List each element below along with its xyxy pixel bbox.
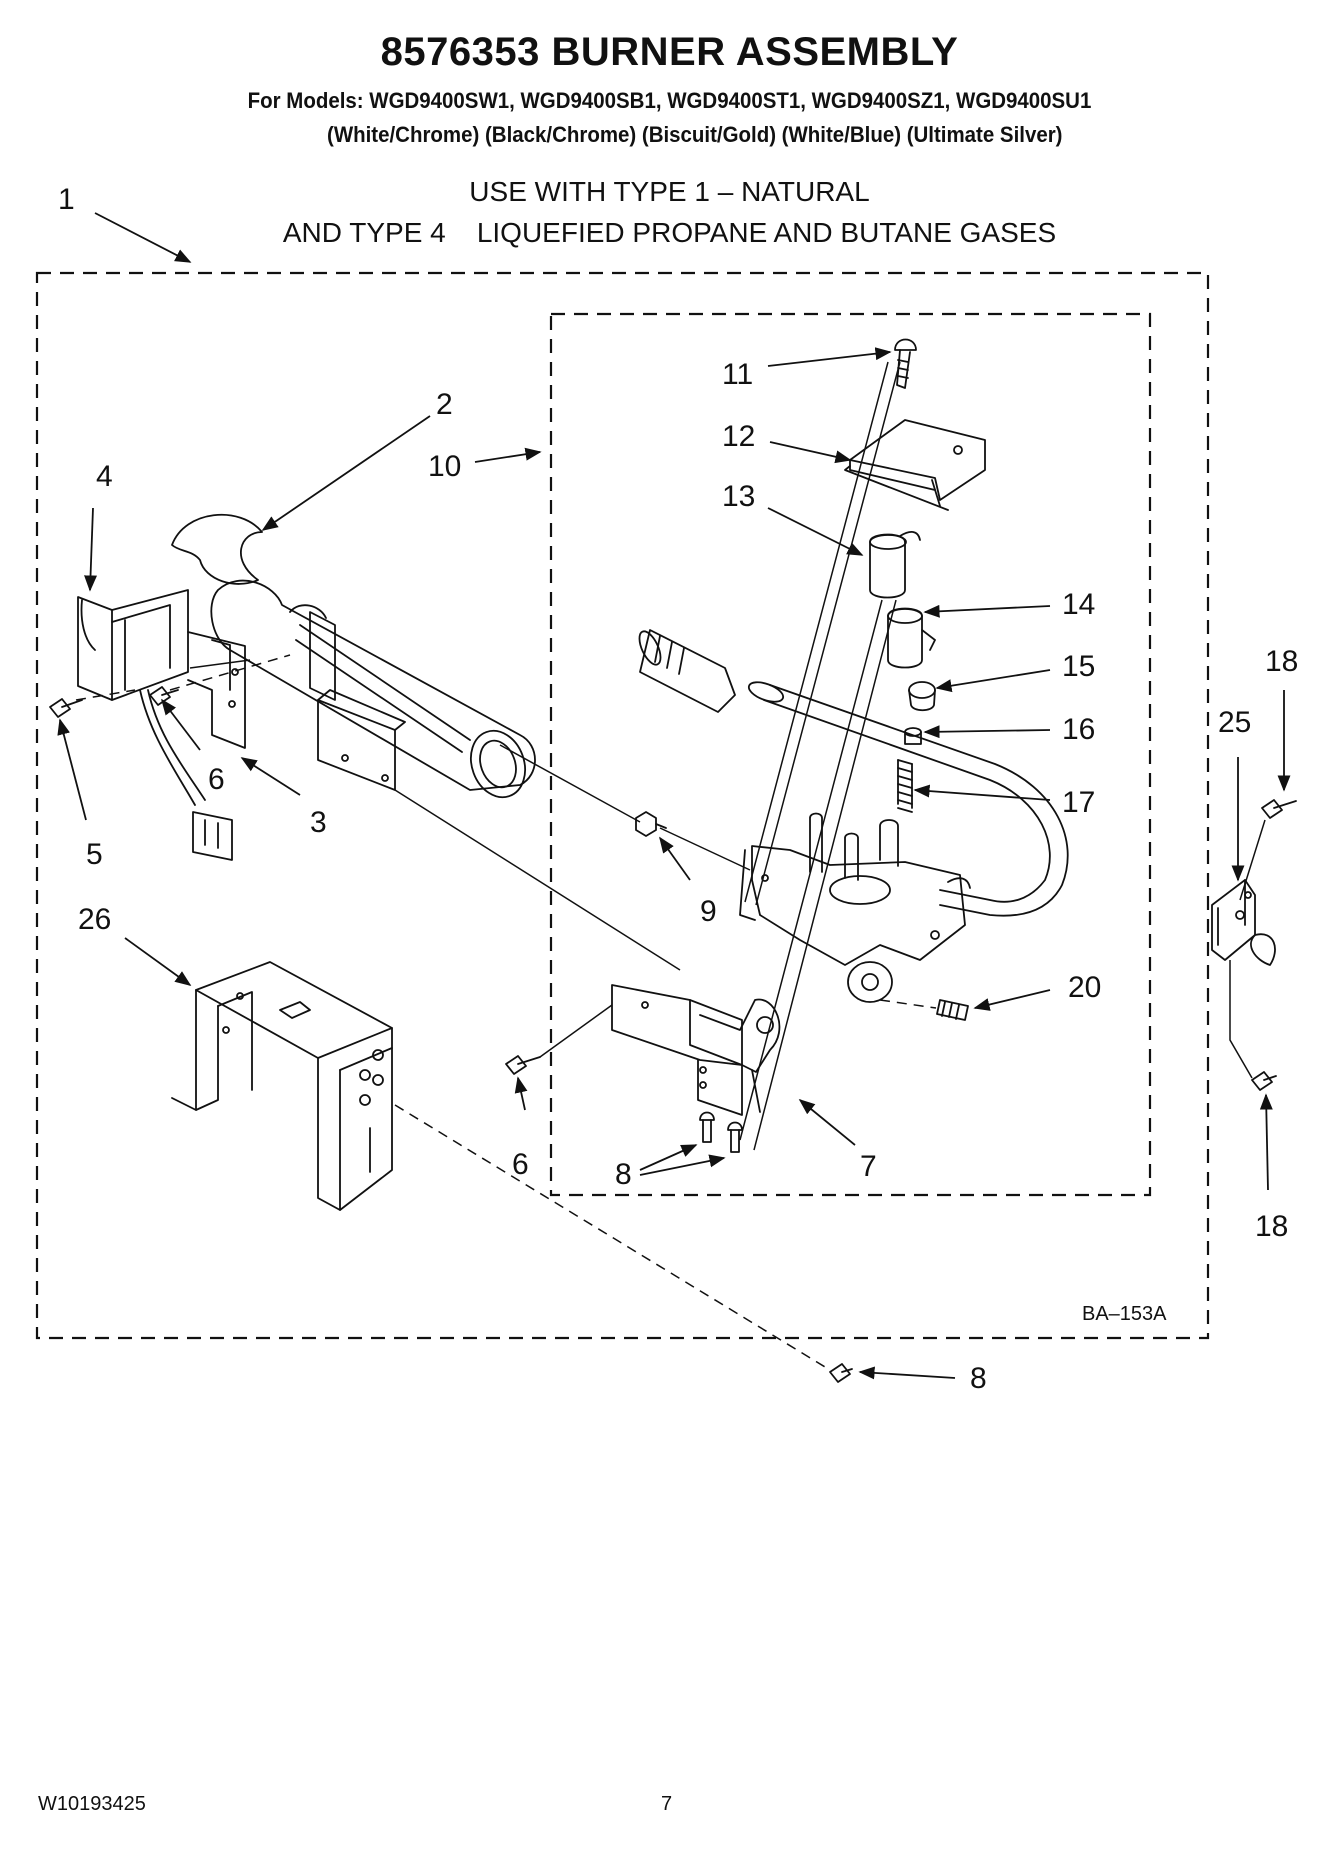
callout-1: 1 bbox=[58, 183, 75, 216]
leader-arrow-8a-upper bbox=[639, 1144, 698, 1171]
igniter-bracket-part bbox=[77, 589, 246, 749]
mounting-bracket-part-7 bbox=[611, 984, 781, 1116]
usage-note-line2: AND TYPE 4 LIQUEFIED PROPANE AND BUTANE … bbox=[282, 217, 1057, 248]
sleeve-part bbox=[638, 629, 736, 713]
diagram-code: BA–153A bbox=[1082, 1303, 1167, 1325]
callout-25: 25 bbox=[1218, 706, 1252, 739]
plug-part-20 bbox=[936, 999, 969, 1021]
leader-arrow-11 bbox=[767, 347, 892, 367]
igniter-wire-part bbox=[139, 689, 233, 861]
coil-part-13 bbox=[869, 531, 921, 599]
callout-18b: 18 bbox=[1255, 1210, 1289, 1243]
leader-arrow-1 bbox=[94, 212, 192, 263]
callout-18a: 18 bbox=[1265, 645, 1299, 678]
leader-arrow-14 bbox=[923, 604, 1051, 618]
leader-arrow-5 bbox=[57, 718, 87, 821]
screw-part-8a bbox=[699, 1111, 715, 1143]
leader-arrow-7 bbox=[798, 1098, 856, 1146]
callout-2: 2 bbox=[436, 388, 453, 421]
spring-part-17 bbox=[897, 759, 913, 813]
callout-7: 7 bbox=[860, 1150, 877, 1183]
gas-pipe-part bbox=[747, 681, 1069, 917]
leader-arrow-20 bbox=[973, 989, 1051, 1011]
callout-15: 15 bbox=[1062, 650, 1096, 683]
callout-9: 9 bbox=[700, 895, 717, 928]
document-number: W10193425 bbox=[38, 1793, 146, 1815]
callout-20: 20 bbox=[1068, 971, 1102, 1004]
callout-10: 10 bbox=[428, 450, 462, 483]
bracket-part-12 bbox=[844, 419, 986, 511]
screw-part-6b bbox=[505, 1055, 541, 1075]
screw-part-8c bbox=[829, 1363, 853, 1383]
cap-part-15 bbox=[908, 681, 936, 712]
leader-arrow-12 bbox=[769, 441, 852, 464]
finish-list: (White/Chrome) (Black/Chrome) (Biscuit/G… bbox=[327, 122, 1063, 147]
inner-assembly-boundary bbox=[549, 312, 1152, 1197]
callout-12: 12 bbox=[722, 420, 756, 453]
leader-arrow-6b bbox=[514, 1076, 528, 1111]
coil-part-14 bbox=[887, 607, 936, 669]
gas-valve-part bbox=[739, 812, 971, 1003]
burner-tube-part bbox=[171, 513, 536, 799]
callout-3: 3 bbox=[310, 806, 327, 839]
callout-17: 17 bbox=[1062, 786, 1096, 819]
usage-note-line1: USE WITH TYPE 1 – NATURAL bbox=[469, 176, 870, 207]
sensor-bracket-part-25 bbox=[1211, 879, 1276, 966]
screw-part-11 bbox=[894, 338, 917, 389]
leader-arrow-3 bbox=[240, 757, 301, 796]
leader-arrow-26 bbox=[124, 937, 192, 986]
screw-part-18a bbox=[1261, 799, 1297, 819]
leader-arrow-9 bbox=[659, 836, 691, 881]
screw-part-5 bbox=[49, 698, 83, 718]
callout-8a: 8 bbox=[615, 1158, 632, 1191]
callout-26: 26 bbox=[78, 903, 112, 936]
leader-arrow-2 bbox=[261, 415, 431, 531]
screw-part-18b bbox=[1251, 1071, 1277, 1091]
callout-8b: 8 bbox=[970, 1362, 987, 1395]
callout-11: 11 bbox=[722, 358, 754, 391]
leader-arrow-16 bbox=[923, 725, 1051, 739]
page-title: 8576353 BURNER ASSEMBLY bbox=[380, 30, 959, 74]
leader-arrow-4 bbox=[84, 507, 98, 592]
screw-part-8b bbox=[727, 1121, 743, 1153]
callout-6b: 6 bbox=[512, 1148, 529, 1181]
nut-part-9 bbox=[635, 811, 667, 837]
outer-assembly-boundary bbox=[35, 271, 1210, 1340]
leader-arrow-6a bbox=[161, 698, 201, 751]
leader-arrow-8a-lower bbox=[639, 1154, 726, 1176]
cap-part-16 bbox=[904, 727, 922, 745]
bracket-part-3 bbox=[309, 611, 406, 791]
model-list: For Models: WGD9400SW1, WGD9400SB1, WGD9… bbox=[247, 88, 1092, 113]
leader-arrow-18b bbox=[1259, 1093, 1273, 1191]
callout-6a: 6 bbox=[208, 763, 225, 796]
leader-arrow-17 bbox=[913, 784, 1051, 801]
callout-4: 4 bbox=[96, 460, 113, 493]
callout-13: 13 bbox=[722, 480, 756, 513]
callout-16: 16 bbox=[1062, 713, 1096, 746]
leader-arrow-13 bbox=[767, 507, 864, 556]
screw-part-6a bbox=[149, 686, 179, 706]
callout-5: 5 bbox=[86, 838, 103, 871]
leader-arrow-8b bbox=[858, 1366, 956, 1380]
leader-arrow-10 bbox=[474, 447, 542, 463]
callout-14: 14 bbox=[1062, 588, 1096, 621]
leader-arrow-15 bbox=[935, 669, 1051, 693]
page-number: 7 bbox=[661, 1793, 673, 1815]
support-bracket-part bbox=[171, 961, 393, 1211]
